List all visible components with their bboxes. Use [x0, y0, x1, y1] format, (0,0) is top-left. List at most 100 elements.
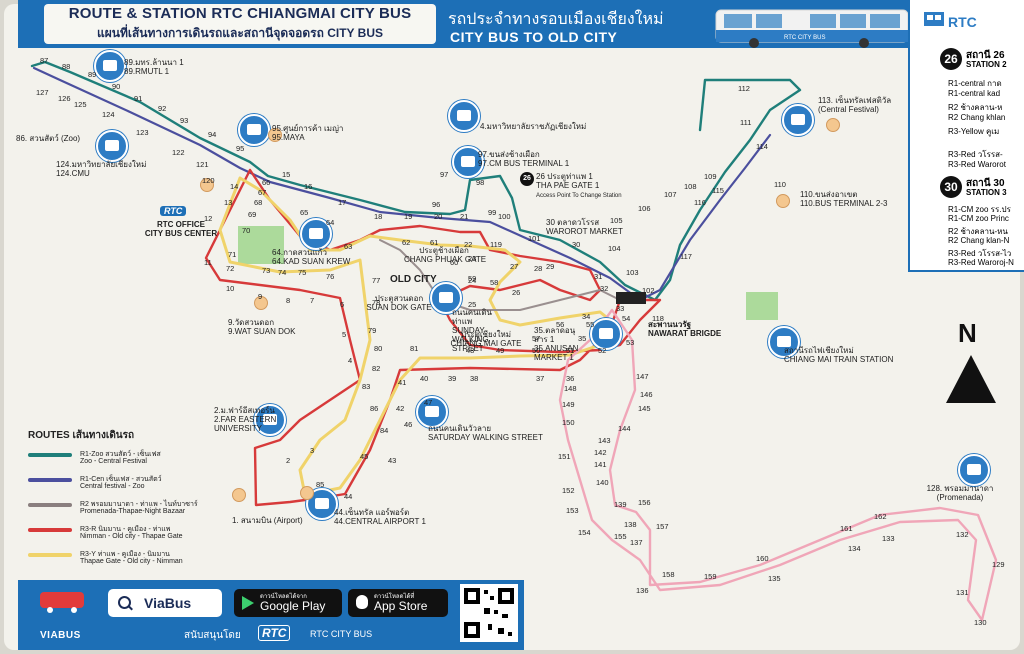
station-name-en: WAROROT MARKET [546, 227, 623, 236]
stop-number: 46 [404, 420, 413, 429]
thapae-badge: 26 [520, 172, 534, 186]
station-name: 113. เซ็นทรัลเฟสติวัล [818, 96, 892, 105]
thapae-gate-th: 26 ประตูท่าแพ 1 [536, 172, 593, 181]
stop-number: 49 [496, 346, 505, 355]
stop-number: 40 [420, 374, 429, 383]
station-subtitle-30: STATION 3 [966, 188, 1007, 197]
station-name: 2.ม.ฟาร์อีสเทอร์น [214, 406, 275, 415]
station-name-en: SUNDAY WALKING STREET [452, 326, 489, 353]
viabus-search-button[interactable]: ViaBus [108, 589, 222, 617]
stop-number: 32 [600, 284, 609, 293]
station-name-en: 89.RMUTL 1 [124, 67, 170, 76]
station-name: 35.ตลาดอนุสาร 1 [534, 326, 576, 344]
nawarat-bridge-th: สะพานนวรัฐ [648, 320, 692, 329]
stop-number: 110 [774, 180, 786, 189]
station-label: 113. เซ็นทรัลเฟสติวัล(Central Festival) [818, 96, 891, 114]
stop-number: 84 [380, 426, 389, 435]
stop-number: 108 [684, 182, 697, 191]
legend-desc: Promenada-Thapae-Night Bazaar [80, 508, 186, 515]
google-play-button[interactable]: ดาวน์โหลดได้จาก Google Play [234, 589, 342, 617]
stop-number: 153 [566, 506, 579, 515]
location-pin-icon [776, 194, 790, 208]
footer-bar: VIABUS ViaBus ดาวน์โหลดได้จาก Google Pla… [18, 580, 524, 650]
university-icon [254, 404, 286, 436]
stop-number: 92 [158, 104, 167, 113]
station-label: ประตูเชียงใหม่CHIANG MAI GATE [446, 330, 526, 348]
station-name: 128. พรอมมานาดา [926, 484, 994, 493]
stop-number: 95 [236, 144, 245, 153]
stop-number: 66 [262, 178, 271, 187]
stop-number: 98 [476, 178, 485, 187]
stop-number: 83 [362, 382, 371, 391]
header-subtitle: CITY BUS TO OLD CITY [450, 29, 618, 45]
bus-label: RTC CITY BUS [784, 35, 825, 41]
stop-number: 24 [468, 276, 477, 285]
header-title-thai: แผนที่เส้นทางการเดินรถและสถานีจุดจอดรถ C… [96, 26, 384, 40]
location-pin-icon [254, 296, 268, 310]
stop-number: 47 [424, 398, 433, 407]
stop-number: 16 [304, 182, 313, 191]
stop-number: 151 [558, 452, 571, 461]
station-name-en: CHANG PHUAK GATE [404, 255, 487, 264]
stop-number: 19 [404, 212, 413, 221]
location-pin-icon [300, 486, 314, 500]
stop-number: 103 [626, 268, 639, 277]
stop-number: 90 [112, 82, 121, 91]
stop-number: 107 [664, 190, 677, 199]
bus-stop-icon [94, 50, 126, 82]
market-icon [300, 218, 332, 250]
station-badge-26: 26 [940, 48, 962, 70]
qr-code-icon[interactable] [460, 584, 518, 642]
stop-number: 52 [598, 346, 607, 355]
station-info-panel: RTC 26 สถานี 26 STATION 2 R1-central กาด… [908, 0, 1024, 272]
stop-number: 5 [342, 330, 347, 339]
app-store-label: App Store [374, 599, 428, 613]
stop-number: 112 [738, 84, 750, 93]
legend-route: R2 พรอมมานาดา - ท่าแพ - ไนท์บาซาร์ [80, 501, 198, 508]
stop-number: 122 [172, 148, 185, 157]
walking-street-icon [430, 282, 462, 314]
station-name-en: 97.CM BUS TERMINAL 1 [478, 159, 570, 168]
stop-number: 70 [242, 226, 251, 235]
app-store-button[interactable]: ดาวน์โหลดได้ที่ App Store [348, 589, 448, 617]
stop-number: 80 [374, 344, 383, 353]
station-line: R2 ช้างคลาน-ห [948, 103, 1003, 112]
stop-number: 63 [344, 242, 353, 251]
stop-number: 119 [490, 240, 502, 249]
location-pin-icon [232, 488, 246, 502]
stop-number: 136 [636, 586, 649, 595]
stop-number: 25 [468, 300, 477, 309]
station-name-en: 9.WAT SUAN DOK [228, 327, 296, 336]
stop-number: 79 [368, 326, 377, 335]
stop-number: 28 [534, 264, 543, 273]
stop-number: 138 [624, 520, 637, 529]
stop-number: 23 [468, 254, 477, 263]
stop-number: 152 [562, 486, 575, 495]
stop-number: 77 [372, 276, 381, 285]
stop-number: 88 [62, 62, 71, 71]
station-label: 124.มหาวิทยาลัยเชียงใหม่124.CMU [56, 160, 146, 178]
stop-number: 74 [278, 268, 287, 277]
stop-number: 54 [622, 314, 631, 323]
station-line: R3-Red Warorot [948, 160, 1006, 169]
stop-number: 50 [532, 346, 541, 355]
station-name-en: SUAN DOK GATE [366, 303, 432, 312]
legend-desc: Nimman - Old city - Thapae Gate [80, 533, 183, 540]
stop-number: 134 [848, 544, 861, 553]
station-name: 89.มทร.ล้านนา 1 [124, 58, 184, 67]
stop-number: 26 [512, 288, 521, 297]
stop-number: 68 [254, 198, 263, 207]
stop-number: 124 [102, 110, 115, 119]
stop-number: 89 [88, 70, 97, 79]
stop-number: 101 [528, 234, 541, 243]
walking-street-icon [416, 396, 448, 428]
stop-number: 62 [402, 238, 411, 247]
stop-number: 78 [372, 298, 381, 307]
stop-number: 157 [656, 522, 669, 531]
station-line: R1-CM zoo Princ [948, 214, 1009, 223]
station-name-en: 95.MAYA [272, 133, 305, 142]
